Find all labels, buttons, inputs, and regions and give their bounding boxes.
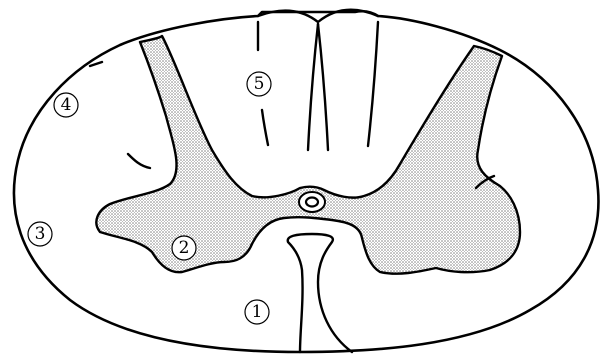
central-canal-inner [306,198,318,207]
label-3-text: 3 [35,224,46,244]
label-5: 5 [247,72,271,96]
label-3: 3 [28,222,52,246]
label-4: 4 [54,93,78,117]
label-5-text: 5 [254,74,265,94]
label-2-text: 2 [179,238,190,258]
label-4-text: 4 [61,95,72,115]
label-1-text: 1 [252,302,263,322]
label-2: 2 [172,236,196,260]
label-1: 1 [245,300,269,324]
